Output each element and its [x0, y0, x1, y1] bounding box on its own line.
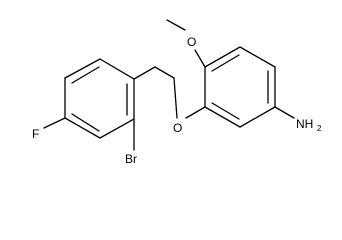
- bond-o-ring-right: [185, 106, 206, 119]
- bond-o-methyl: [166, 19, 186, 31]
- left-benzene-ring: [64, 58, 135, 139]
- bond-ch2-o: [154, 66, 175, 79]
- bond-ring-left-double-3: [71, 113, 100, 132]
- bond-ring-left-1: [64, 58, 101, 79]
- bond-ring-left-2: [99, 58, 135, 80]
- bond-ring-right-2: [204, 46, 241, 68]
- bond-ring-right-double-1: [211, 54, 240, 72]
- bond-c-f: [43, 117, 66, 129]
- bond-ring-n: [274, 106, 295, 119]
- right-benzene-ring: [204, 46, 276, 128]
- bond-ring-right-double-3: [211, 102, 240, 120]
- fluorine-atom-label: F: [32, 127, 39, 141]
- amine-group-label: NH 2: [296, 117, 322, 133]
- bond-ring-right-5: [239, 106, 276, 128]
- bond-ring-left-double-1: [71, 66, 100, 84]
- bond-ring-o-methoxy: [194, 49, 206, 68]
- bond-ring-ch2: [133, 66, 156, 80]
- bond-ch2-o-lower: [173, 77, 178, 119]
- bond-ring-left-4: [99, 118, 135, 139]
- amine-nh-label: NH: [296, 117, 313, 131]
- bond-ring-left-5: [64, 117, 101, 139]
- amine-subscript-label: 2: [317, 124, 322, 133]
- chemical-structure-diagram: F Br O O NH 2: [32, 19, 322, 166]
- bond-ring-right-3: [239, 46, 276, 68]
- ether-oxygen-label: O: [173, 121, 182, 135]
- bromine-atom-label: Br: [125, 152, 137, 166]
- methoxy-oxygen-label: O: [187, 35, 196, 49]
- bond-ring-right-6: [204, 106, 241, 128]
